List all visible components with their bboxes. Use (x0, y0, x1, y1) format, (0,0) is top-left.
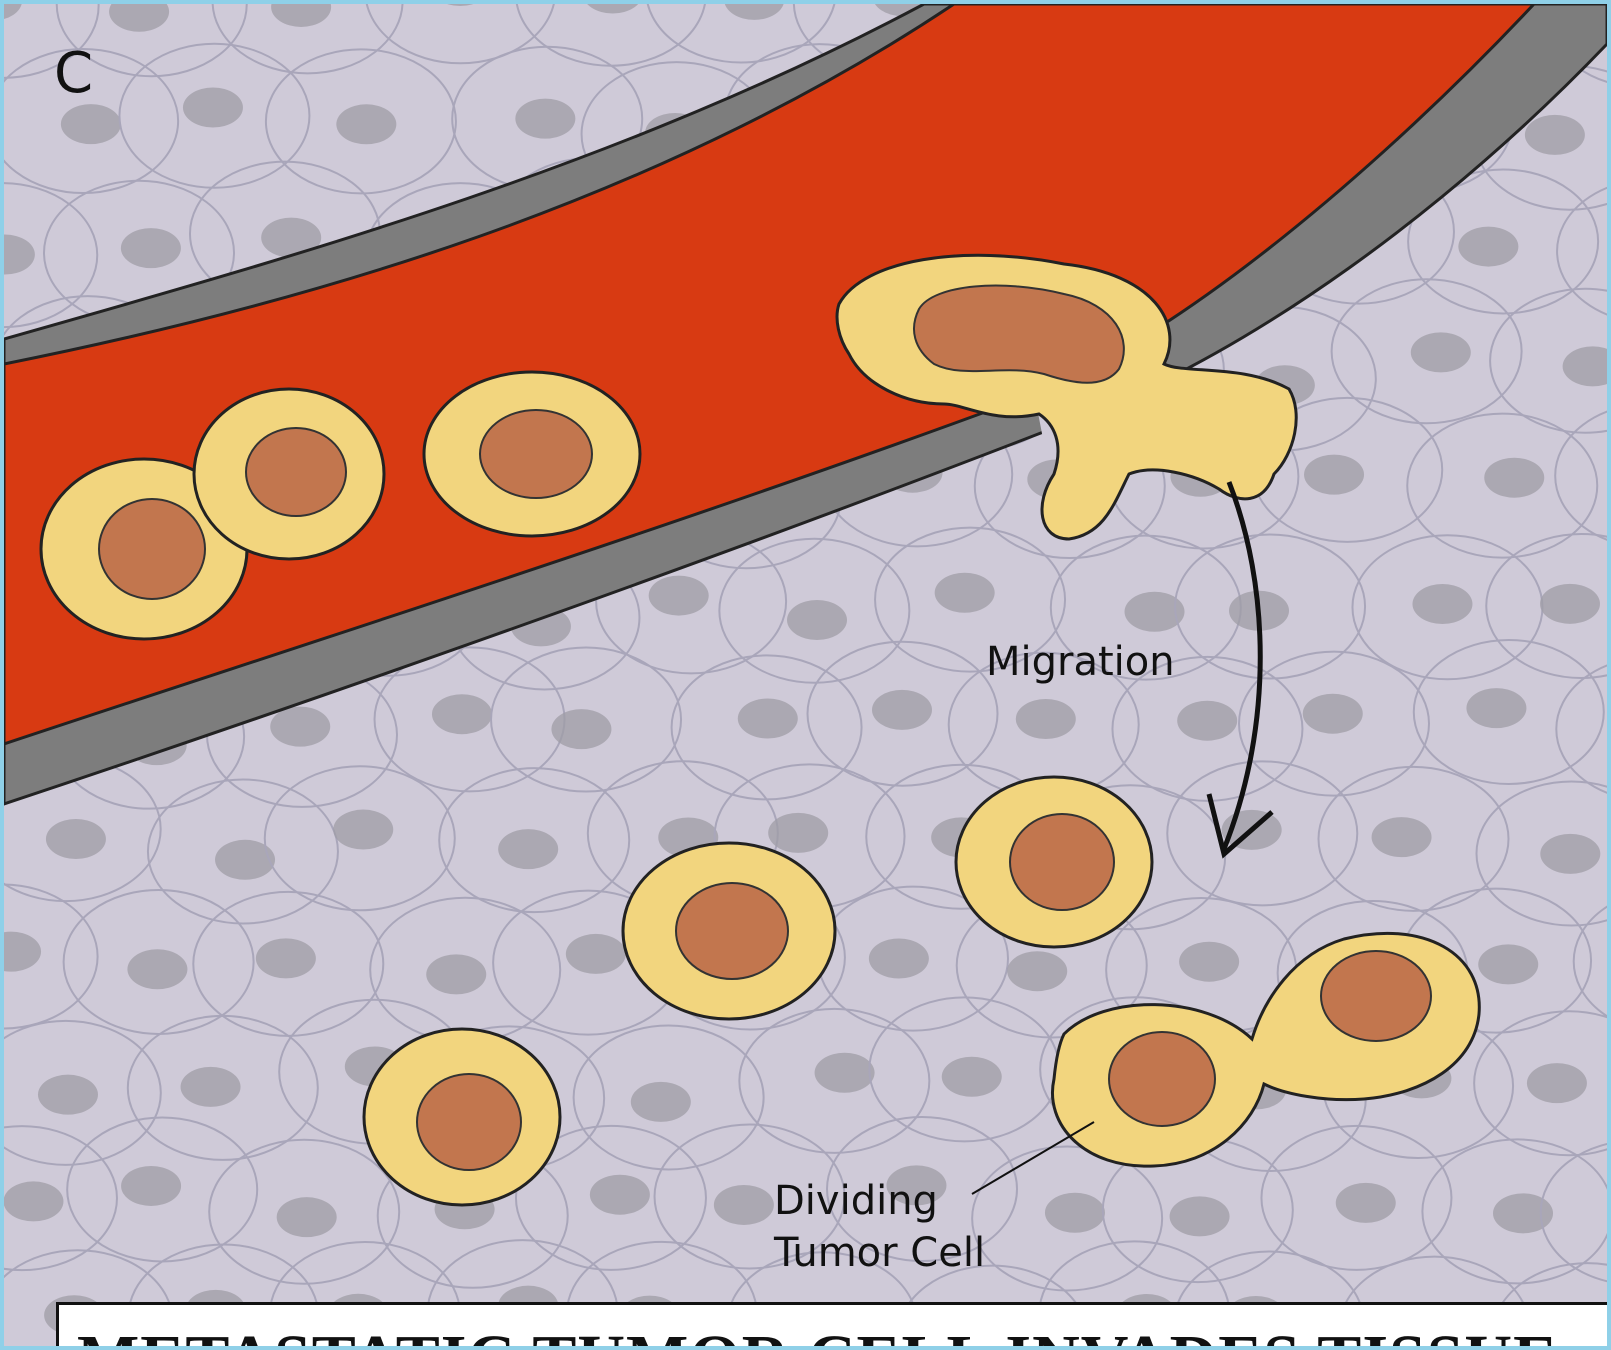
tissue-nucleus (1493, 1193, 1553, 1233)
tissue-nucleus (631, 1082, 691, 1122)
tissue-nucleus (426, 954, 486, 994)
dividing-label-line1: Dividing (774, 1178, 938, 1224)
tumor-nucleus (676, 883, 788, 979)
tissue-nucleus (942, 1057, 1002, 1097)
tissue-nucleus (935, 573, 995, 613)
tissue-nucleus (714, 1185, 774, 1225)
tissue-nucleus (1045, 1193, 1105, 1233)
tissue-nucleus (38, 1075, 98, 1115)
tissue-nucleus (1411, 332, 1471, 372)
tissue-nucleus (1540, 834, 1600, 874)
tissue-nucleus (256, 938, 316, 978)
tissue-nucleus (121, 1166, 181, 1206)
tissue-nucleus (590, 1175, 650, 1215)
tissue-nucleus (432, 694, 492, 734)
tissue-nucleus (46, 819, 106, 859)
tissue-nucleus (336, 104, 396, 144)
tissue-nucleus (872, 690, 932, 730)
tumor-nucleus (1010, 814, 1114, 910)
tissue-nucleus (551, 709, 611, 749)
tissue-nucleus (1372, 817, 1432, 857)
tissue-nucleus (1179, 942, 1239, 982)
tissue-nucleus (1170, 1196, 1230, 1236)
tissue-nucleus (1177, 701, 1237, 741)
tissue-nucleus (1540, 584, 1600, 624)
tumor-cell (194, 389, 384, 559)
tissue-nucleus (183, 88, 243, 128)
tissue-nucleus (1007, 951, 1067, 991)
tissue-nucleus (61, 104, 121, 144)
tissue-nucleus (869, 939, 929, 979)
tissue-nucleus (649, 576, 709, 616)
caption-text: METASTATIC TUMOR CELL INVADES TISSUE (77, 1321, 1558, 1350)
tumor-cell (364, 1029, 560, 1205)
tissue-nucleus (181, 1067, 241, 1107)
tissue-nucleus (4, 1181, 63, 1221)
tissue-nucleus (515, 99, 575, 139)
tissue-nucleus (270, 707, 330, 747)
tissue-nucleus (1525, 115, 1585, 155)
tissue-nucleus (1303, 694, 1363, 734)
tumor-nucleus (246, 428, 346, 516)
tissue-nucleus (121, 228, 181, 268)
tissue-nucleus (1458, 227, 1518, 267)
tissue-nucleus (738, 698, 798, 738)
tissue-nucleus (277, 1197, 337, 1237)
tissue-nucleus (1016, 699, 1076, 739)
tumor-nucleus (417, 1074, 521, 1170)
tissue-nucleus (815, 1053, 875, 1093)
tumor-cell (956, 777, 1152, 947)
panel-letter: C (54, 41, 93, 106)
tissue-nucleus (1336, 1183, 1396, 1223)
tissue-nucleus (1478, 944, 1538, 984)
tissue-nucleus (787, 600, 847, 640)
tissue-nucleus (498, 829, 558, 869)
tissue-nucleus (566, 934, 626, 974)
migration-label: Migration (986, 639, 1175, 685)
tissue-nucleus (1527, 1063, 1587, 1103)
tissue-nucleus (768, 813, 828, 853)
tumor-nucleus (480, 410, 592, 498)
metastasis-illustration: Migration Dividing Tumor Cell C (4, 4, 1607, 1346)
tumor-nucleus (1321, 951, 1431, 1041)
tissue-nucleus (1304, 455, 1364, 495)
tumor-nucleus (1109, 1032, 1215, 1126)
tissue-nucleus (333, 810, 393, 850)
tissue-nucleus (1412, 584, 1472, 624)
tumor-nucleus (99, 499, 205, 599)
caption-box: METASTATIC TUMOR CELL INVADES TISSUE (56, 1302, 1611, 1350)
tissue-nucleus (1484, 458, 1544, 498)
tissue-nucleus (127, 949, 187, 989)
tumor-cell (623, 843, 835, 1019)
tissue-nucleus (1466, 688, 1526, 728)
tumor-cell (424, 372, 640, 536)
dividing-label-line2: Tumor Cell (773, 1230, 985, 1276)
